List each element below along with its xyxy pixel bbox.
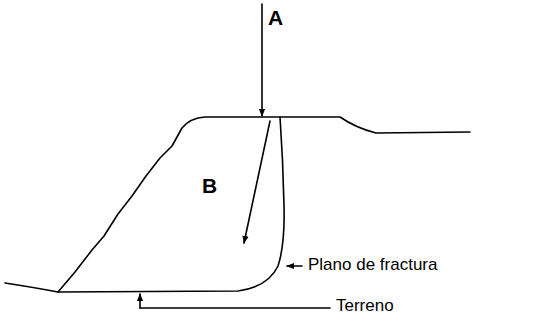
ground-line — [58, 117, 284, 292]
fracture-label: Plano de fractura — [308, 256, 437, 275]
fracture-leader — [287, 265, 302, 267]
point-label: A — [268, 6, 283, 29]
ground-leader — [140, 307, 330, 309]
arrow-a — [261, 4, 263, 116]
slope-outline — [5, 117, 470, 292]
ground-label: Terreno — [336, 297, 394, 316]
ground-leader-arrow — [139, 294, 141, 308]
slide-arrow — [244, 121, 270, 243]
mass-label: B — [202, 174, 217, 197]
